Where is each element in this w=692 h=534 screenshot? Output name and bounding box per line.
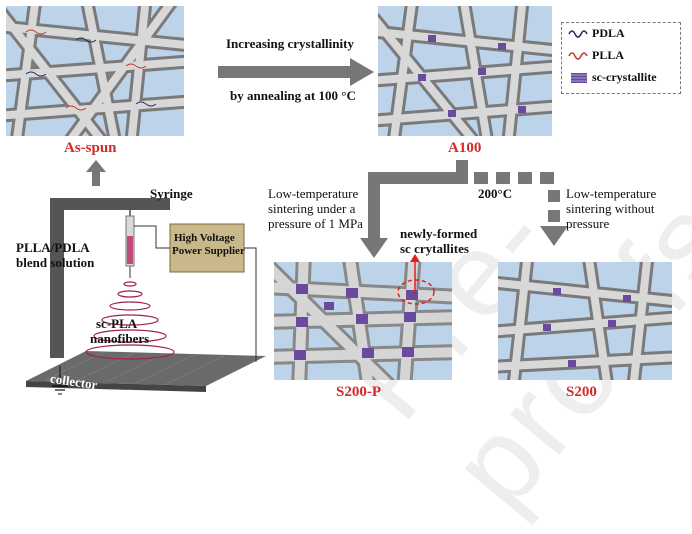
- annealing-line1: Increasing crystallinity: [226, 36, 354, 51]
- s200-label: S200: [566, 384, 597, 400]
- branch-connector: [360, 160, 568, 258]
- fiber-panel-s200p: [274, 262, 452, 380]
- newly-formed-line2: sc crytallites: [400, 241, 469, 256]
- electrospinning-apparatus: [26, 198, 266, 395]
- solution-line2: blend solution: [16, 255, 95, 270]
- sinter-nopressure-line1: Low-temperature: [566, 186, 657, 201]
- hv-line1: High Voltage: [174, 232, 235, 244]
- legend-plla-label: PLLA: [592, 48, 625, 62]
- fiber-panel-s200: [498, 262, 672, 380]
- up-arrow: [86, 160, 106, 186]
- fibers-line1: sc-PLA: [96, 316, 138, 331]
- fibers-line2: nanofibers: [90, 331, 150, 346]
- sinter-nopressure-line2: sintering without: [566, 201, 655, 216]
- fiber-panel-a100: [378, 6, 552, 136]
- temperature-label: 200°C: [478, 186, 513, 201]
- a100-label: A100: [448, 140, 482, 156]
- syringe-label: Syringe: [150, 186, 193, 201]
- sinter-pressure-line2: sintering under a: [268, 201, 356, 216]
- annealing-arrow: [218, 58, 374, 86]
- annealing-line2: by annealing at 100 °C: [230, 88, 356, 103]
- as-spun-label: As-spun: [64, 140, 117, 156]
- s200p-label: S200-P: [336, 384, 381, 400]
- plla-chain-icon: [568, 52, 588, 60]
- solution-line1: PLLA/PDLA: [16, 240, 90, 255]
- sc-crystallite-icon: [571, 73, 587, 83]
- legend-sc-label: sc-crystallite: [592, 70, 657, 84]
- hv-line2: Power Supplier: [172, 245, 245, 257]
- sinter-nopressure-line3: pressure: [566, 216, 610, 231]
- sinter-pressure-line1: Low-temperature: [268, 186, 359, 201]
- fiber-panel-as-spun: [6, 6, 184, 136]
- newly-formed-line1: newly-formed: [400, 226, 478, 241]
- legend-pdla-label: PDLA: [592, 26, 625, 40]
- legend: PDLA PLLA sc-crystallite: [561, 22, 681, 94]
- sinter-pressure-line3: pressure of 1 MPa: [268, 216, 363, 231]
- pdla-chain-icon: [568, 30, 588, 38]
- newly-formed-pointer: [410, 254, 420, 294]
